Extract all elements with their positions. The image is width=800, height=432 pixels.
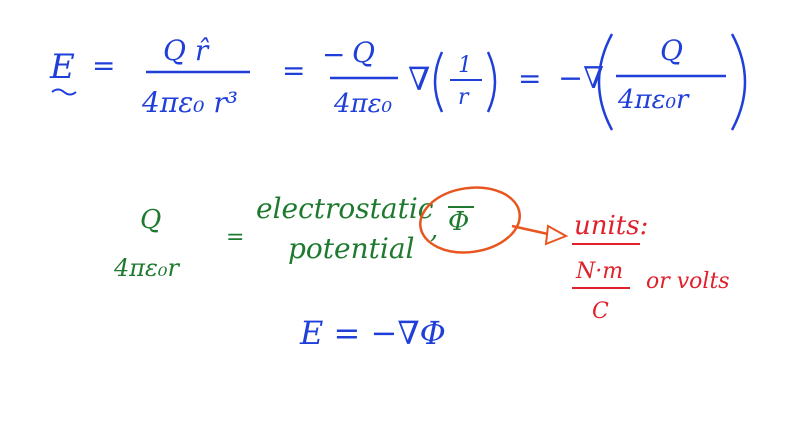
nabla-symbol: ∇ [408,60,430,98]
minus-nabla: −∇ [558,61,604,96]
big-right-paren [730,33,747,131]
fraction3-numerator: Q [660,34,683,67]
potential-numerator: Q [140,205,161,235]
phi-symbol: Φ [448,207,469,237]
word-potential: potential [288,232,415,265]
fraction3-denominator: 4πε₀r [617,85,690,115]
units-denominator: C [592,299,609,324]
highlight-circle [419,186,521,254]
equals-sign: = [282,54,305,87]
units-note: units: N·m C or volts [572,211,730,324]
inner-numerator: 1 [458,53,472,78]
units-label: units: [574,211,648,241]
potential-denominator: 4πε₀r [113,254,181,282]
equation-potential-definition: Q 4πε₀r = electrostatic potential , Φ [113,192,474,282]
inner-denominator: r [458,85,470,110]
fraction1-denominator: 4πε₀ r³ [141,86,238,119]
annotation-circle-arrow [419,186,569,254]
field-gradient-relation: E = −∇Φ [299,314,446,352]
equation-field-gradient: E = −∇Φ [299,314,446,352]
units-numerator: N·m [575,259,623,284]
minus-sign: − [322,38,345,71]
word-electrostatic: electrostatic [256,192,434,225]
equals-sign: = [226,225,244,250]
equation-electric-field: E = Q r̂ 4πε₀ r³ = − Q 4πε₀ ∇ 1 r = −∇ Q… [49,33,747,131]
fraction2-numerator: Q [352,36,375,69]
equals-sign: = [92,49,115,82]
fraction2-denominator: 4πε₀ [333,89,393,119]
left-paren [433,51,444,113]
big-left-paren [597,33,614,131]
right-paren [486,51,497,113]
arrow-head [544,224,569,246]
arrow-shaft [511,224,549,236]
equals-sign: = [518,62,541,95]
fraction1-numerator: Q r̂ [163,34,210,67]
vector-tilde [51,88,77,96]
field-symbol: E [49,47,75,87]
comma: , [430,215,438,245]
units-volts: or volts [646,269,730,294]
